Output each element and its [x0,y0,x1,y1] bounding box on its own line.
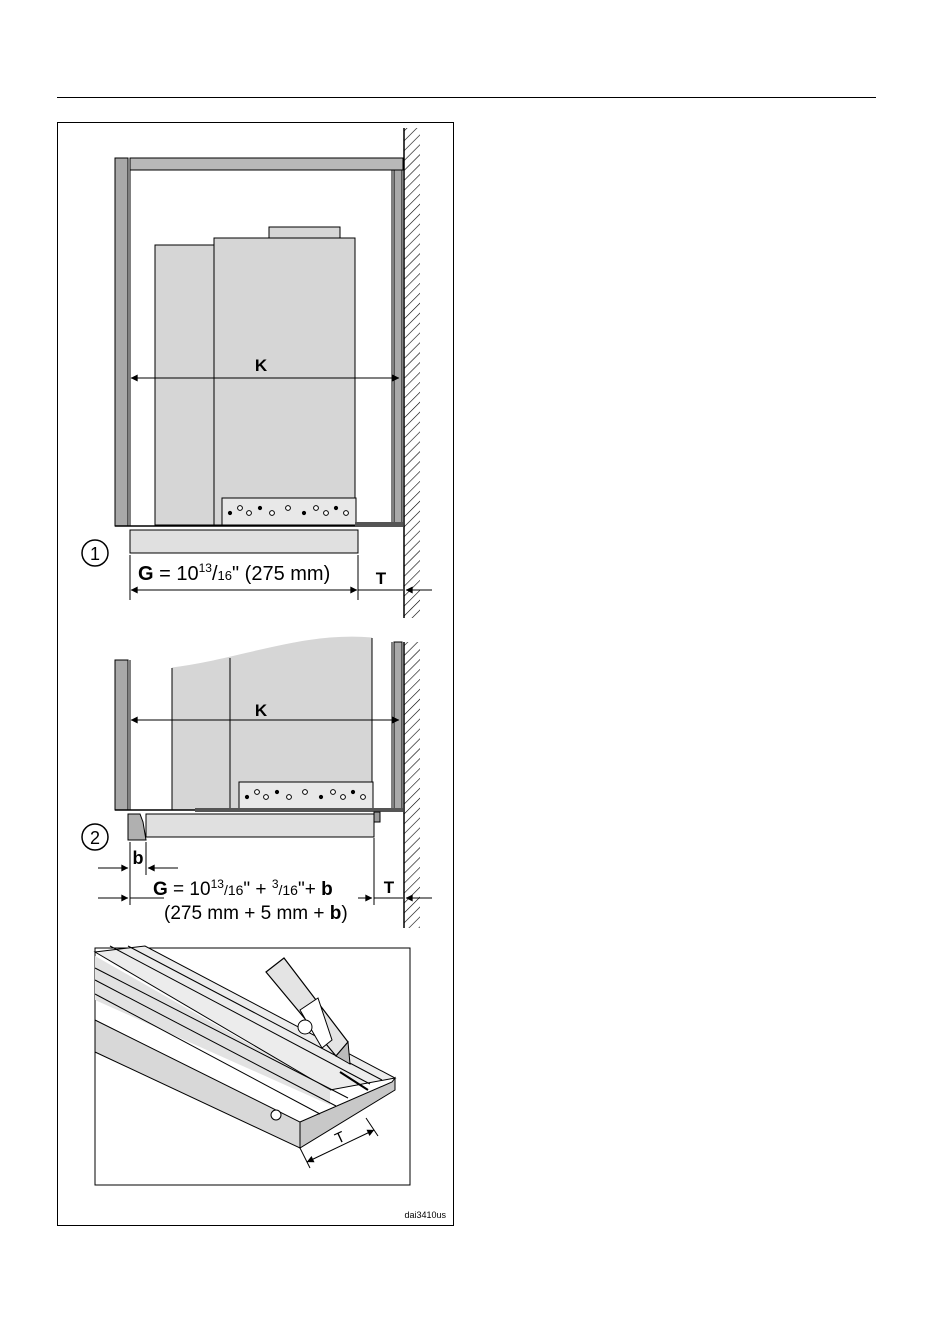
step2-formula-line1: G = 1013/16" + 3/16"+ b [153,877,333,900]
step2-number: 2 [90,828,100,848]
appliance-body [214,238,355,525]
cabinet-left-panel [115,158,128,526]
mount-hole [271,1110,281,1120]
control-dot [324,511,329,516]
control-dot [238,506,243,511]
control-dot [331,790,336,795]
control-dot [287,795,292,800]
step1-diagram: 1 K T G = 1013/16" (275 mm) [82,128,432,618]
cabinet-back-panel [394,170,402,526]
control-dot [245,795,248,798]
control-dot [264,795,269,800]
control-dot [302,511,305,514]
control-dot [275,790,278,793]
step2-diagram: 2 K b T G = 1013/16" + 3/16"+ b (275 mm … [82,637,432,928]
control-dot [270,511,275,516]
reference-code: dai3410us [404,1210,446,1220]
step2-label-b: b [133,848,144,868]
wall-hatch-2 [404,642,420,928]
control-dot [351,790,354,793]
control-dot [228,511,231,514]
control-dot [344,511,349,516]
control-dot [319,795,322,798]
trim-profile [128,814,146,840]
step3-diagram: T [95,946,410,1185]
control-dot [258,506,261,509]
toe-kick-panel-2 [146,814,374,837]
cabinet-left-panel-2 [115,660,128,810]
step1-label-T: T [376,569,387,588]
control-strip [222,498,356,525]
wall-hatch [404,128,420,618]
control-dot [247,511,252,516]
step2-label-T: T [384,878,395,897]
base-rail [355,522,403,527]
appliance-top-block [269,227,340,238]
control-dot [303,790,308,795]
control-strip-2 [239,782,373,809]
control-dot [361,795,366,800]
control-dot [286,506,291,511]
step2-formula-line2: (275 mm + 5 mm + b) [164,903,348,924]
control-dot [314,506,319,511]
step2-label-K: K [255,701,268,720]
step1-number: 1 [90,544,100,564]
appliance-side [155,245,215,525]
toe-kick-clip-2 [374,812,380,822]
step1-formula: G = 1013/16" (275 mm) [138,561,330,585]
cabinet-top-panel [130,158,403,170]
toe-kick-panel [130,530,358,553]
control-dot [334,506,337,509]
step1-label-K: K [255,356,268,375]
control-dot [341,795,346,800]
base-rail-2 [195,808,403,812]
control-dot [255,790,260,795]
cabinet-back-panel-2 [394,642,402,810]
